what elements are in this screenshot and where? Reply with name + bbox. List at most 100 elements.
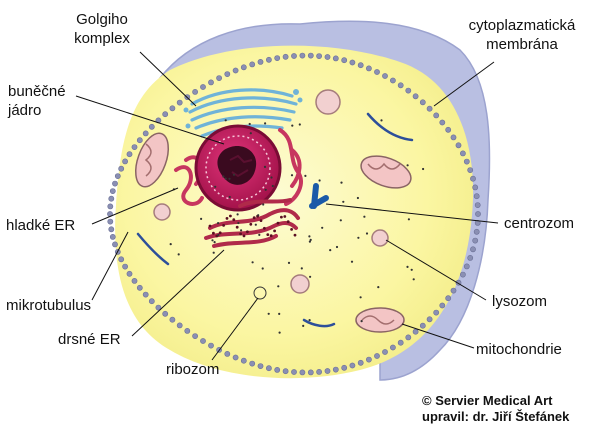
membrane-dot — [473, 228, 480, 235]
free-ribosome — [262, 203, 265, 206]
membrane-dot — [257, 59, 264, 65]
membrane-dot — [472, 184, 479, 191]
free-ribosome — [264, 188, 267, 191]
membrane-dot — [382, 73, 388, 79]
label-smooth-er: hladké ER — [6, 217, 76, 234]
free-ribosome — [254, 223, 257, 226]
free-ribosome — [290, 174, 294, 177]
label-golgi-line1: Golgiho — [76, 11, 128, 28]
free-ribosome — [340, 181, 343, 184]
centrosome — [309, 183, 329, 209]
membrane-dot — [450, 287, 457, 294]
membrane-dot — [107, 218, 114, 225]
membrane-dot — [126, 270, 133, 277]
free-ribosome — [169, 243, 172, 246]
free-ribosome — [257, 214, 260, 217]
rough-er — [204, 198, 300, 248]
free-ribosome — [357, 236, 360, 239]
free-ribosome — [277, 285, 280, 288]
membrane-dot — [341, 57, 348, 64]
free-ribosome — [308, 235, 311, 238]
membrane-dot — [463, 158, 470, 165]
membrane-dot — [459, 150, 466, 157]
membrane-dot — [357, 62, 364, 69]
membrane-dot — [240, 357, 247, 364]
microtubules — [136, 112, 414, 328]
label-mitochondria: mitochondrie — [476, 341, 562, 358]
membrane-dot — [109, 188, 116, 194]
membrane-dot — [419, 99, 426, 106]
free-ribosome — [308, 319, 311, 322]
membrane-dot — [291, 53, 297, 59]
lysosomes — [153, 89, 389, 294]
free-ribosome — [302, 324, 305, 327]
membrane-dot — [397, 339, 404, 346]
free-ribosome — [271, 184, 274, 188]
free-ribosome — [356, 196, 359, 200]
membrane-dot — [405, 334, 412, 341]
membrane-dot — [240, 64, 247, 71]
free-ribosome — [267, 312, 270, 315]
rough-er-ribosome — [239, 232, 243, 236]
rough-er-ribosome — [229, 214, 232, 218]
free-ribosome — [224, 119, 227, 122]
label-lysosome: lysozom — [492, 293, 548, 310]
free-ribosome — [308, 240, 311, 243]
rough-er-ribosome — [208, 224, 212, 228]
membrane-dot — [224, 71, 231, 77]
free-ribosome — [248, 122, 251, 126]
membrane-dot — [169, 316, 176, 323]
membrane-dot — [108, 195, 115, 202]
membrane-dot — [162, 111, 169, 118]
free-ribosome — [407, 218, 410, 221]
free-ribosome — [365, 232, 369, 235]
membrane-dot — [112, 241, 118, 248]
free-ribosome — [329, 249, 332, 252]
label-rough-er: drsné ER — [58, 331, 121, 348]
membrane-dot — [108, 226, 115, 233]
free-ribosome — [359, 296, 362, 299]
free-ribosome — [380, 119, 383, 122]
label-golgi: Golgiho komplex — [64, 10, 140, 48]
membrane-dot — [365, 65, 372, 72]
free-ribosome — [177, 253, 180, 256]
membrane-dot — [107, 203, 114, 210]
rough-er-ribosome — [273, 229, 276, 233]
membrane-dot — [249, 61, 256, 68]
free-ribosome — [200, 217, 203, 220]
free-ribosome — [217, 222, 220, 225]
rough-er-ribosome — [293, 233, 297, 237]
membrane-dot — [176, 322, 183, 329]
membrane-dot — [316, 53, 322, 59]
membrane-dot — [324, 54, 331, 60]
free-ribosome — [232, 173, 236, 176]
rough-er-ribosome — [246, 230, 249, 234]
membrane-dot — [463, 263, 470, 270]
membrane-dot — [332, 366, 339, 373]
free-ribosome — [261, 267, 264, 270]
membrane-dot — [349, 59, 356, 66]
membrane-dot — [455, 142, 462, 149]
label-membrane: cytoplazmatická membrána — [452, 16, 592, 54]
free-ribosome — [240, 229, 243, 232]
membrane-dot — [459, 271, 466, 278]
membrane-dot — [357, 359, 364, 366]
free-ribosome — [309, 275, 312, 278]
membrane-dot — [136, 284, 143, 291]
membrane-dot — [265, 365, 272, 372]
rough-er-ribosome — [290, 228, 293, 231]
membrane-dot — [192, 333, 198, 339]
free-ribosome — [298, 123, 301, 126]
membrane-dot — [232, 354, 239, 361]
free-ribosome — [335, 245, 339, 249]
membrane-dot — [274, 366, 281, 373]
membrane-dot — [282, 368, 289, 375]
membrane-dot — [307, 52, 314, 59]
membrane-dot — [433, 112, 440, 119]
membrane-dot — [265, 56, 272, 63]
free-ribosome — [211, 239, 214, 242]
credit-line-2: upravil: dr. Jiří Štefánek — [422, 409, 570, 424]
membrane-dot — [450, 134, 457, 141]
